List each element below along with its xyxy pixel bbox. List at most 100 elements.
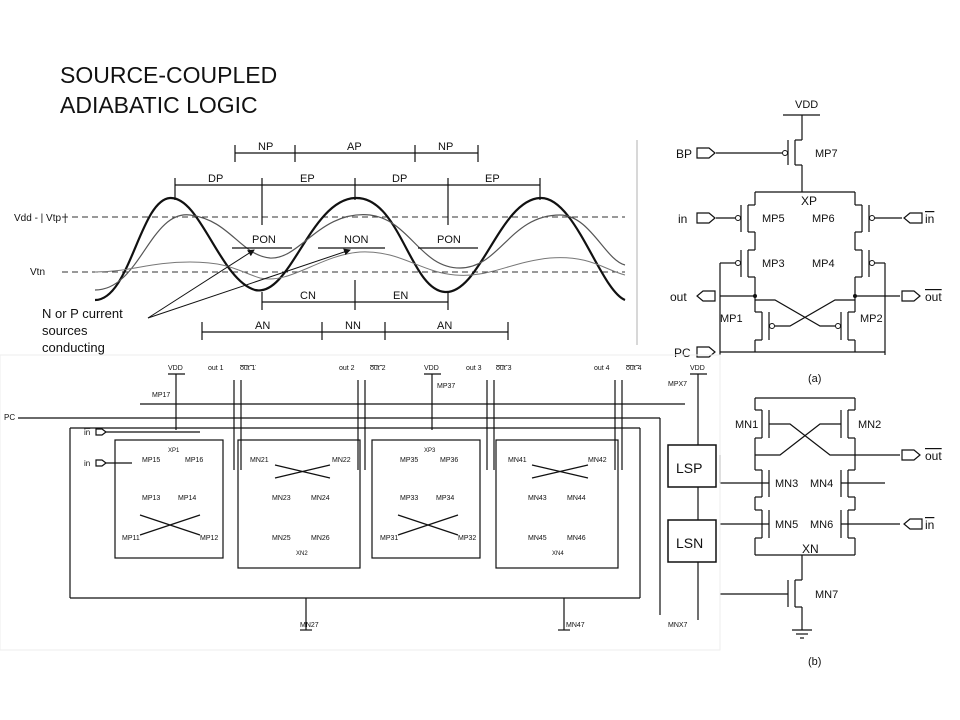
s2-xn2: XN2 xyxy=(296,551,308,557)
pipeline-pc-label: PC xyxy=(4,413,15,422)
annotation-line-3: conducting xyxy=(42,340,105,355)
out-3: out 3 xyxy=(466,365,482,372)
device-mp17: MP17 xyxy=(152,392,170,399)
s4-mn45: MN45 xyxy=(528,535,547,542)
annotation-line-1: N or P current xyxy=(42,306,123,321)
outb-label: out xyxy=(925,290,942,304)
level-label-vdd-vtp: Vdd - | Vtp | xyxy=(14,213,66,224)
transistor-mn4: MN4 xyxy=(810,478,833,490)
inb-terminal-b xyxy=(903,518,923,530)
s1-mp16: MP16 xyxy=(185,457,203,464)
caption-a: (a) xyxy=(808,373,821,385)
xn-node-label: XN xyxy=(802,542,819,556)
bias-waveform xyxy=(94,251,626,280)
outb-terminal xyxy=(901,290,921,302)
interval-cn: CN xyxy=(300,290,316,302)
transistor-mn5: MN5 xyxy=(775,519,798,531)
s3-mp35: MP35 xyxy=(400,457,418,464)
out-1: out 1 xyxy=(208,365,224,372)
out-2: out 2 xyxy=(339,365,355,372)
pon-label-2: PON xyxy=(437,234,461,246)
outb-3: out 3 xyxy=(496,365,512,372)
in-terminal xyxy=(696,212,716,224)
pipeline-schematic: PC in in VDD VDD VDD MP17 MP37 MPX7 MN27… xyxy=(0,354,721,651)
pon-label-1: PON xyxy=(252,234,276,246)
timing-diagram: Vdd - | Vtp | Vtn NP AP NP DP EP DP EP P… xyxy=(14,140,638,345)
s2-mn22: MN22 xyxy=(332,457,351,464)
slide-title: SOURCE-COUPLED ADIABATIC LOGIC xyxy=(60,60,277,120)
lsn-label: LSN xyxy=(676,535,703,551)
level-label-vtn: Vtn xyxy=(30,267,45,278)
s4-mn43: MN43 xyxy=(528,495,547,502)
transistor-mp2: MP2 xyxy=(860,313,883,325)
outb-terminal-b xyxy=(901,449,921,461)
s2-mn21: MN21 xyxy=(250,457,269,464)
transistor-mp5: MP5 xyxy=(762,213,785,225)
in-label: in xyxy=(678,212,687,226)
inb-label: in xyxy=(925,212,934,226)
s1-xp1: XP1 xyxy=(168,448,180,454)
transistor-mn2: MN2 xyxy=(858,419,881,431)
device-mnx7: MNX7 xyxy=(668,622,688,629)
annotation-arrow-non xyxy=(147,248,351,319)
power-clock-waveform-n xyxy=(94,214,626,291)
annotation-line-2: sources xyxy=(42,323,88,338)
transistor-mp4: MP4 xyxy=(812,258,835,270)
transistor-mp7: MP7 xyxy=(815,148,838,160)
title-line-2: ADIABATIC LOGIC xyxy=(60,92,258,118)
phase-dp-2: DP xyxy=(392,173,407,185)
pipeline-stage-1 xyxy=(114,439,224,559)
device-mn27: MN27 xyxy=(300,622,319,629)
s2-mn23: MN23 xyxy=(272,495,291,502)
interval-np-2: NP xyxy=(438,141,453,153)
inb-terminal xyxy=(903,212,923,224)
s2-mn25: MN25 xyxy=(272,535,291,542)
s3-mp33: MP33 xyxy=(400,495,418,502)
s3-mp34: MP34 xyxy=(436,495,454,502)
s1-mp13: MP13 xyxy=(142,495,160,502)
outb-label-b: out xyxy=(925,449,942,463)
transistor-mn3: MN3 xyxy=(775,478,798,490)
pipeline-vdd-1: VDD xyxy=(168,365,183,372)
caption-b: (b) xyxy=(808,656,821,668)
pc-label: PC xyxy=(674,346,691,360)
bp-terminal xyxy=(696,147,716,159)
pipeline-stage-4 xyxy=(495,439,619,569)
out-terminal xyxy=(696,290,716,302)
outb-4: out 4 xyxy=(626,365,642,372)
s3-mp36: MP36 xyxy=(440,457,458,464)
interval-an-2: AN xyxy=(437,320,452,332)
s4-mn44: MN44 xyxy=(567,495,586,502)
transistor-mn1: MN1 xyxy=(735,419,758,431)
s4-mn42: MN42 xyxy=(588,457,607,464)
out-label: out xyxy=(670,290,687,304)
pipeline-inb-label: in xyxy=(84,428,90,437)
device-mpx7: MPX7 xyxy=(668,381,687,388)
power-clock-waveform-p xyxy=(94,196,626,302)
phase-ep-1: EP xyxy=(300,173,315,185)
out-4: out 4 xyxy=(594,365,610,372)
transistor-mp6: MP6 xyxy=(812,213,835,225)
lsn-block xyxy=(667,519,717,563)
interval-np-1: NP xyxy=(258,141,273,153)
s1-mp12: MP12 xyxy=(200,535,218,542)
vdd-label: VDD xyxy=(795,99,818,111)
interval-en: EN xyxy=(393,290,408,302)
transistor-mp1: MP1 xyxy=(720,313,743,325)
s3-mp31: MP31 xyxy=(380,535,398,542)
pipeline-vdd-3: VDD xyxy=(690,365,705,372)
interval-an-1: AN xyxy=(255,320,270,332)
current-source-annotation: N or P current sources conducting xyxy=(42,305,162,356)
xp-node-label: XP xyxy=(801,194,817,208)
s3-xp3: XP3 xyxy=(424,448,436,454)
s1-mp15: MP15 xyxy=(142,457,160,464)
transistor-mn7: MN7 xyxy=(815,589,838,601)
pipeline-stage-2 xyxy=(237,439,361,569)
phase-ep-2: EP xyxy=(485,173,500,185)
transistor-mn6: MN6 xyxy=(810,519,833,531)
phase-dp-1: DP xyxy=(208,173,223,185)
transistor-mp3: MP3 xyxy=(762,258,785,270)
pipeline-vdd-2: VDD xyxy=(424,365,439,372)
pipeline-in-label: in xyxy=(84,459,90,468)
device-mn47: MN47 xyxy=(566,622,585,629)
